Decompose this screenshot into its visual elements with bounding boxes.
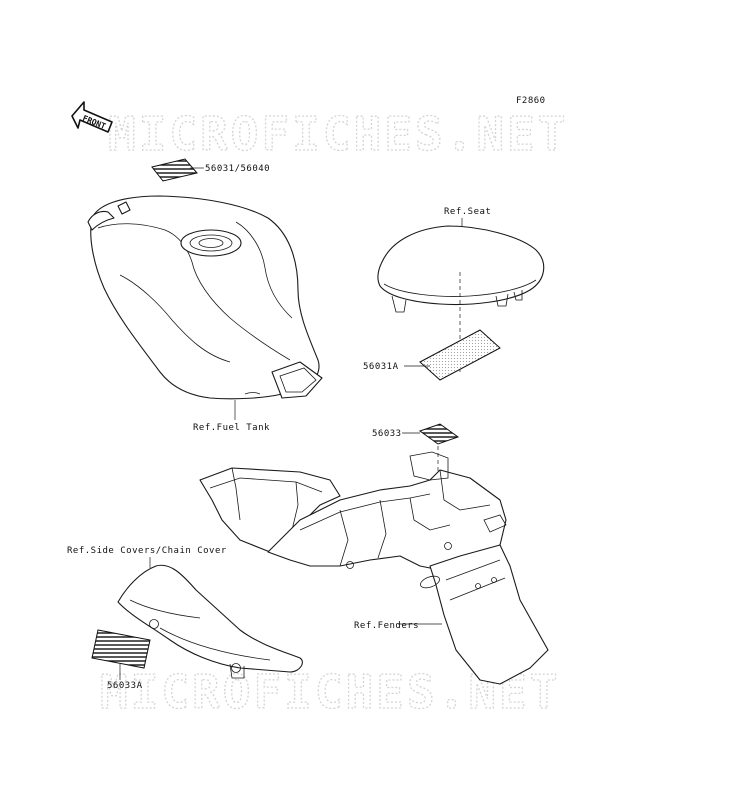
label-56031A-part: [419, 329, 501, 381]
chain-cover-part: [117, 564, 303, 679]
label-ref-side-covers: Ref.Side Covers/Chain Cover: [67, 546, 227, 556]
rear-fender-part: [420, 544, 549, 685]
seat-part: [377, 225, 545, 313]
label-56033: 56033: [372, 429, 402, 439]
figure-code: F2860: [516, 96, 546, 106]
label-ref-seat: Ref.Seat: [444, 207, 491, 217]
label-56031-56040: 56031/56040: [205, 164, 270, 174]
fuel-tank-part: [87, 195, 323, 400]
label-56033A-part: [91, 629, 151, 669]
label-56033A: 56033A: [107, 681, 143, 691]
front-arrow-icon: FRONT: [71, 101, 113, 133]
label-ref-fuel-tank: Ref.Fuel Tank: [193, 423, 270, 433]
label-56031A: 56031A: [363, 362, 399, 372]
label-56033-part: [418, 423, 460, 445]
label-ref-fenders: Ref.Fenders: [354, 621, 419, 631]
label-56031-56040-part: [151, 158, 198, 182]
watermark-top: MICROFICHES.NET: [108, 107, 568, 161]
rear-frame-part: [199, 451, 507, 571]
